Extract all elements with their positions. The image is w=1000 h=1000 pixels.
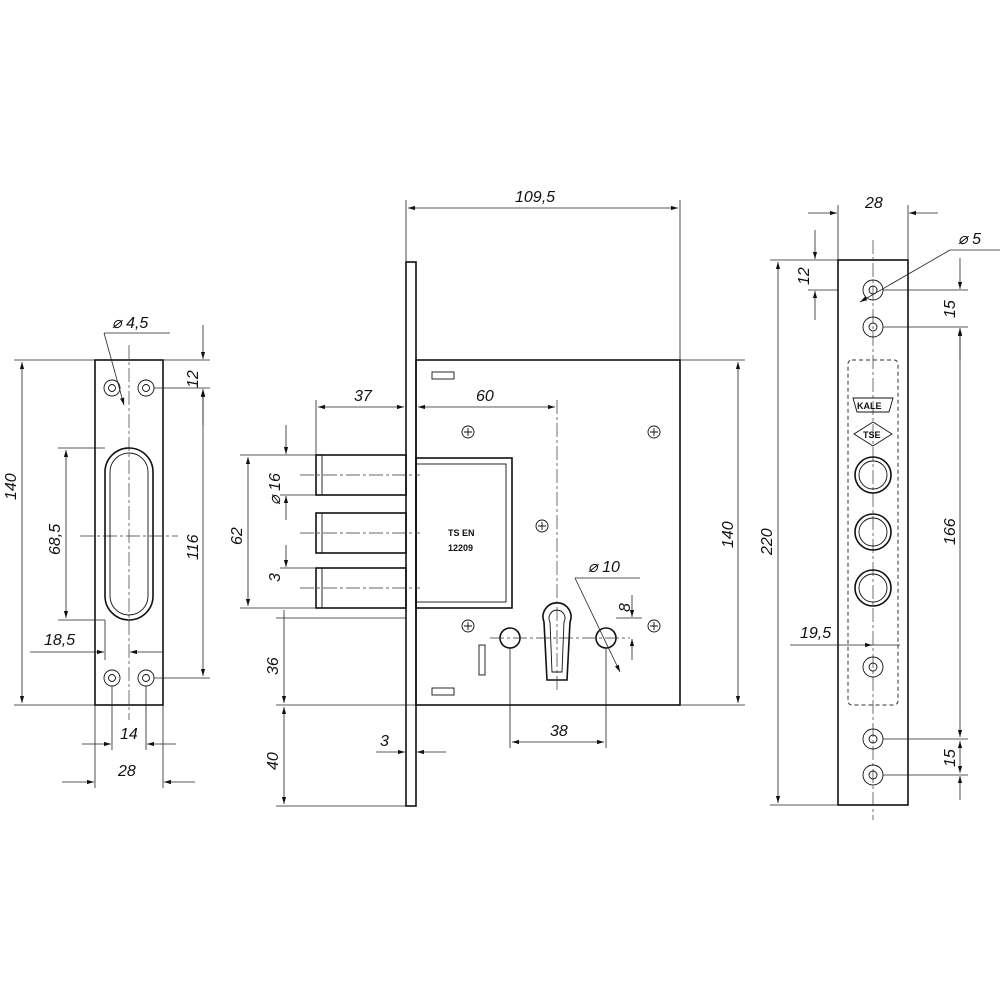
dim-side-offset: 19,5 xyxy=(800,625,831,642)
bolt-hole xyxy=(854,513,892,551)
dim-bottom-offset: 40 xyxy=(265,752,282,770)
bolt-hole xyxy=(854,456,892,494)
screw-hole xyxy=(862,656,884,678)
brand-logo: KALE xyxy=(852,397,894,413)
dim-body-height: 140 xyxy=(720,521,737,548)
dim-total-width: 109,5 xyxy=(515,189,555,206)
dim-hole-diameter: ⌀ 4,5 xyxy=(112,315,148,332)
dim-lower-offset: 36 xyxy=(265,657,282,675)
dim-hole-spacing: 14 xyxy=(120,726,138,743)
screw-hole xyxy=(137,379,155,397)
cylinder-keyhole xyxy=(542,602,572,681)
dim-spindle-spacing: 38 xyxy=(550,723,568,740)
screw-hole xyxy=(103,669,121,687)
screw-icon xyxy=(461,619,475,633)
dim-top-hole-spacing: 15 xyxy=(942,300,959,318)
screw-icon xyxy=(647,619,661,633)
dim-bolt-gap: 3 xyxy=(267,573,284,582)
bolt-hole xyxy=(854,569,892,607)
dim-width: 28 xyxy=(864,195,883,212)
dim-bolt-throw: 37 xyxy=(354,388,373,405)
screw-icon xyxy=(647,425,661,439)
dim-cylinder-offset: 8 xyxy=(617,603,634,612)
standard-number: 12209 xyxy=(448,543,473,553)
dim-backset: 60 xyxy=(476,388,494,405)
dim-slot-offset: 18,5 xyxy=(44,632,75,649)
lock-body-view: TS EN 12209 109,5 37 60 62 ⌀ 16 3 36 xyxy=(229,189,745,807)
dim-cylinder-diameter: ⌀ 10 xyxy=(588,559,620,576)
screw-icon xyxy=(461,425,475,439)
dim-hole-diameter: ⌀ 5 xyxy=(958,231,981,248)
screw-hole xyxy=(103,379,121,397)
faceplate xyxy=(405,261,417,807)
screw-hole xyxy=(137,669,155,687)
svg-text:KALE: KALE xyxy=(857,401,882,411)
dim-inner-height: 116 xyxy=(185,534,202,560)
dim-plate-thickness: 3 xyxy=(380,733,389,750)
dim-bottom-hole-spacing: 15 xyxy=(942,749,959,767)
svg-text:TSE: TSE xyxy=(863,430,881,440)
left-strike-plate: 140 68,5 ⌀ 4,5 12 116 18,5 14 xyxy=(3,315,210,788)
dim-slot-height: 68,5 xyxy=(47,524,64,555)
dim-bolt-span: 62 xyxy=(229,527,246,545)
dim-bolt-diameter: ⌀ 16 xyxy=(267,473,284,505)
screw-icon xyxy=(535,519,549,533)
dim-inner-height: 166 xyxy=(942,518,959,545)
dim-top-offset: 12 xyxy=(796,267,813,285)
right-faceplate: KALE TSE 28 ⌀ 5 12 220 15 xyxy=(759,195,1000,820)
standard-label: TS EN xyxy=(448,528,475,538)
tse-badge: TSE xyxy=(853,421,893,447)
dim-width: 28 xyxy=(117,763,136,780)
dim-top-offset: 12 xyxy=(185,370,202,388)
dim-height: 140 xyxy=(3,473,20,500)
dim-height: 220 xyxy=(759,528,776,556)
latch-slot xyxy=(104,447,154,621)
